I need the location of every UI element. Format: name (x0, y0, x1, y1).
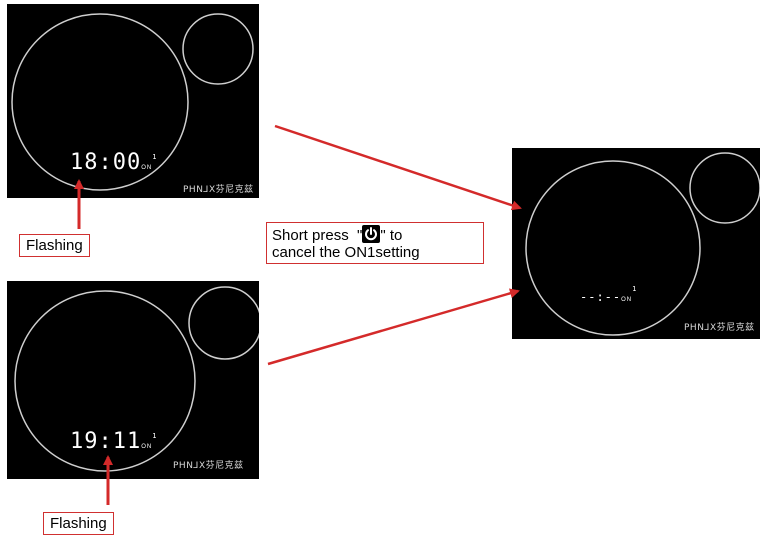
on-index: 1 (152, 153, 158, 161)
display-rings (11, 13, 254, 191)
brand-logo-text: PHN⅃X芬尼克兹 (684, 323, 755, 333)
on-index: 1 (632, 285, 638, 293)
display-rings (14, 286, 259, 472)
time-value: 19:11 (70, 429, 142, 454)
display-screen-top: 18:00ON 1 PHN⅃X芬尼克兹 (7, 4, 259, 198)
flashing-label-top: Flashing (19, 234, 90, 257)
on-index: 1 (152, 432, 158, 440)
on-label: ON (141, 165, 153, 171)
time-readout: 19:11ON 1 (70, 429, 157, 454)
arrow-to-result-top (274, 124, 522, 211)
time-readout: --:--ON 1 (580, 285, 637, 304)
instruction-line-1: Short press " " to (272, 225, 478, 244)
brand-logo-text: PHN⅃X芬尼克兹 (183, 185, 254, 195)
flashing-label-bottom: Flashing (43, 512, 114, 535)
instruction-text-after: " to (380, 227, 403, 244)
instruction-line-2: cancel the ON1setting (272, 244, 420, 261)
instruction-caption: Short press " " to cancel the ON1setting (266, 222, 484, 264)
instruction-text-before: Short press " (272, 227, 363, 244)
display-screen-bottom: 19:11ON 1 PHN⅃X芬尼克兹 (7, 281, 259, 479)
time-value: 18:00 (70, 150, 142, 175)
brand-logo-text: PHN⅃X芬尼克兹 (173, 461, 244, 471)
arrow-to-result-bottom (267, 288, 520, 366)
time-value: --:-- (580, 290, 622, 304)
power-icon (362, 225, 381, 243)
on-label: ON (141, 444, 153, 450)
time-readout: 18:00ON 1 (70, 150, 157, 175)
on-label: ON (621, 297, 633, 303)
display-rings (525, 152, 760, 336)
display-screen-result: --:--ON 1 PHN⅃X芬尼克兹 (512, 148, 760, 339)
